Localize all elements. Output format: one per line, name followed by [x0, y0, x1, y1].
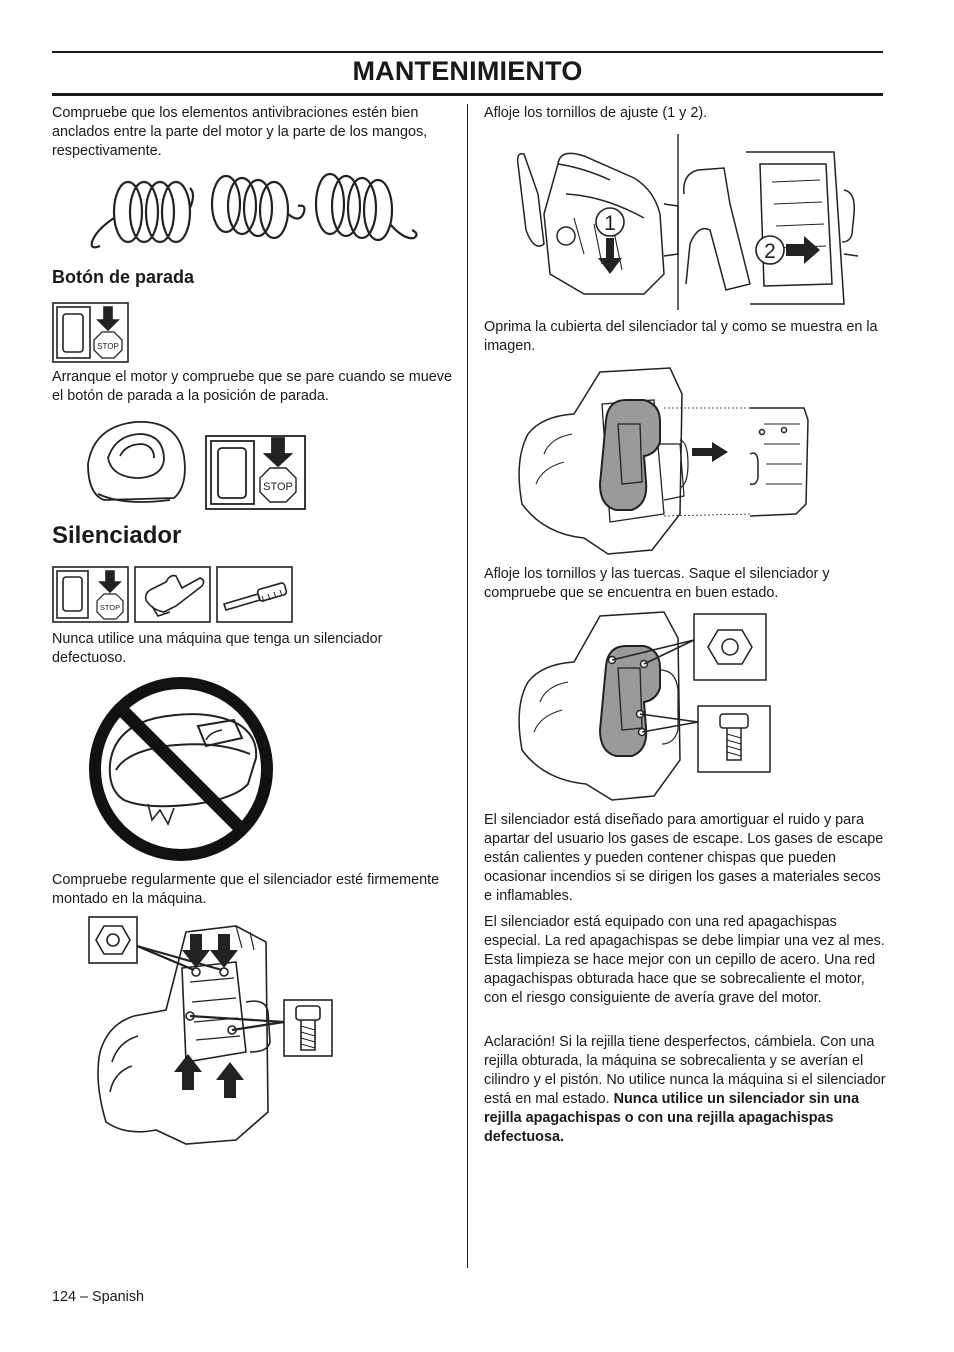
note-warning: Nunca utilice un silenciador sin una rej… [484, 1091, 860, 1145]
arrow-right-icon [692, 442, 728, 462]
header-rule-top [52, 51, 883, 53]
chainsaw-engine-icon [97, 925, 271, 1145]
muffler-tools-figure: STOP [52, 566, 294, 624]
muffler-cover-removal-figure [514, 364, 812, 556]
note-body: Aclaración! Si la rejilla tiene desperfe… [484, 1034, 886, 1107]
callout-1-label: 1 [604, 212, 616, 235]
chainsaw-side-view-icon [683, 151, 858, 305]
spring-3-icon [314, 172, 418, 242]
chainsaw-engine-icon [518, 611, 681, 801]
muffler-heading: Silenciador [52, 522, 182, 549]
svg-text:STOP: STOP [100, 603, 120, 612]
spark-screen-text: El silenciador está equipado con una red… [484, 914, 885, 1006]
arrow-right-icon [786, 236, 820, 264]
muffler-fasteners-figure [514, 610, 774, 802]
wire-brush-icon [216, 566, 293, 623]
page-title: MANTENIMIENTO [352, 56, 583, 86]
column-divider [467, 104, 468, 1268]
nut-icon [693, 613, 767, 681]
note-text: Aclaración! Si la rejilla tiene desperfe… [484, 1033, 889, 1147]
stop-switch-housing-icon [87, 421, 186, 503]
nut-icon [88, 916, 138, 964]
muffler-icon [108, 713, 258, 826]
stop-switch-detail-figure: STOP [84, 416, 308, 516]
press-cover-text: Oprima la cubierta del silenciador tal y… [484, 319, 878, 354]
chainsaw-front-view-icon [516, 152, 679, 295]
header-rule-bottom [52, 93, 883, 96]
stop-switch-icon: STOP [205, 435, 306, 510]
arrow-up-icon [174, 1054, 244, 1098]
arrow-down-icon [598, 238, 622, 274]
callout-2-label: 2 [764, 240, 776, 263]
prohibited-icon [89, 677, 273, 861]
remove-muffler-text: Afloje los tornillos y las tuercas. Saqu… [484, 566, 830, 601]
callout-1-circle [595, 207, 625, 237]
adjusting-screws-figure: 1 2 [514, 134, 858, 310]
bolt-icon [283, 999, 333, 1057]
muffler-icon [598, 645, 661, 757]
stop-button-heading: Botón de parada [52, 267, 195, 287]
stop-switch-icon: STOP [52, 566, 129, 623]
muffler-cover-icon [749, 407, 809, 517]
muffler-mounting-figure [86, 912, 336, 1147]
prohibited-muffler-figure [86, 674, 276, 864]
svg-text:STOP: STOP [97, 342, 119, 351]
page-footer: 124 – Spanish [52, 1289, 145, 1305]
svg-text:STOP: STOP [263, 481, 293, 493]
never-use-text: Nunca utilice una máquina que tenga un s… [52, 631, 383, 666]
callout-2-circle [755, 235, 785, 265]
stop-switch-small-figure: STOP [52, 302, 129, 363]
stop-check-text: Arranque el motor y compruebe que se par… [52, 369, 452, 404]
spring-2-icon [210, 174, 306, 240]
muffler-purpose-text: El silenciador está diseñado para amorti… [484, 812, 884, 904]
check-mounted-text: Compruebe regularmente que el silenciado… [52, 872, 440, 907]
gloves-icon [134, 566, 211, 623]
muffler-icon [598, 399, 661, 511]
loosen-screws-text: Afloje los tornillos de ajuste (1 y 2). [484, 105, 708, 121]
spring-1-icon [90, 180, 195, 249]
antivibration-springs-figure [86, 168, 420, 254]
bolt-icon [697, 705, 771, 773]
antivibration-text: Compruebe que los elementos antivibracio… [52, 105, 428, 159]
arrow-down-icon [182, 934, 238, 968]
